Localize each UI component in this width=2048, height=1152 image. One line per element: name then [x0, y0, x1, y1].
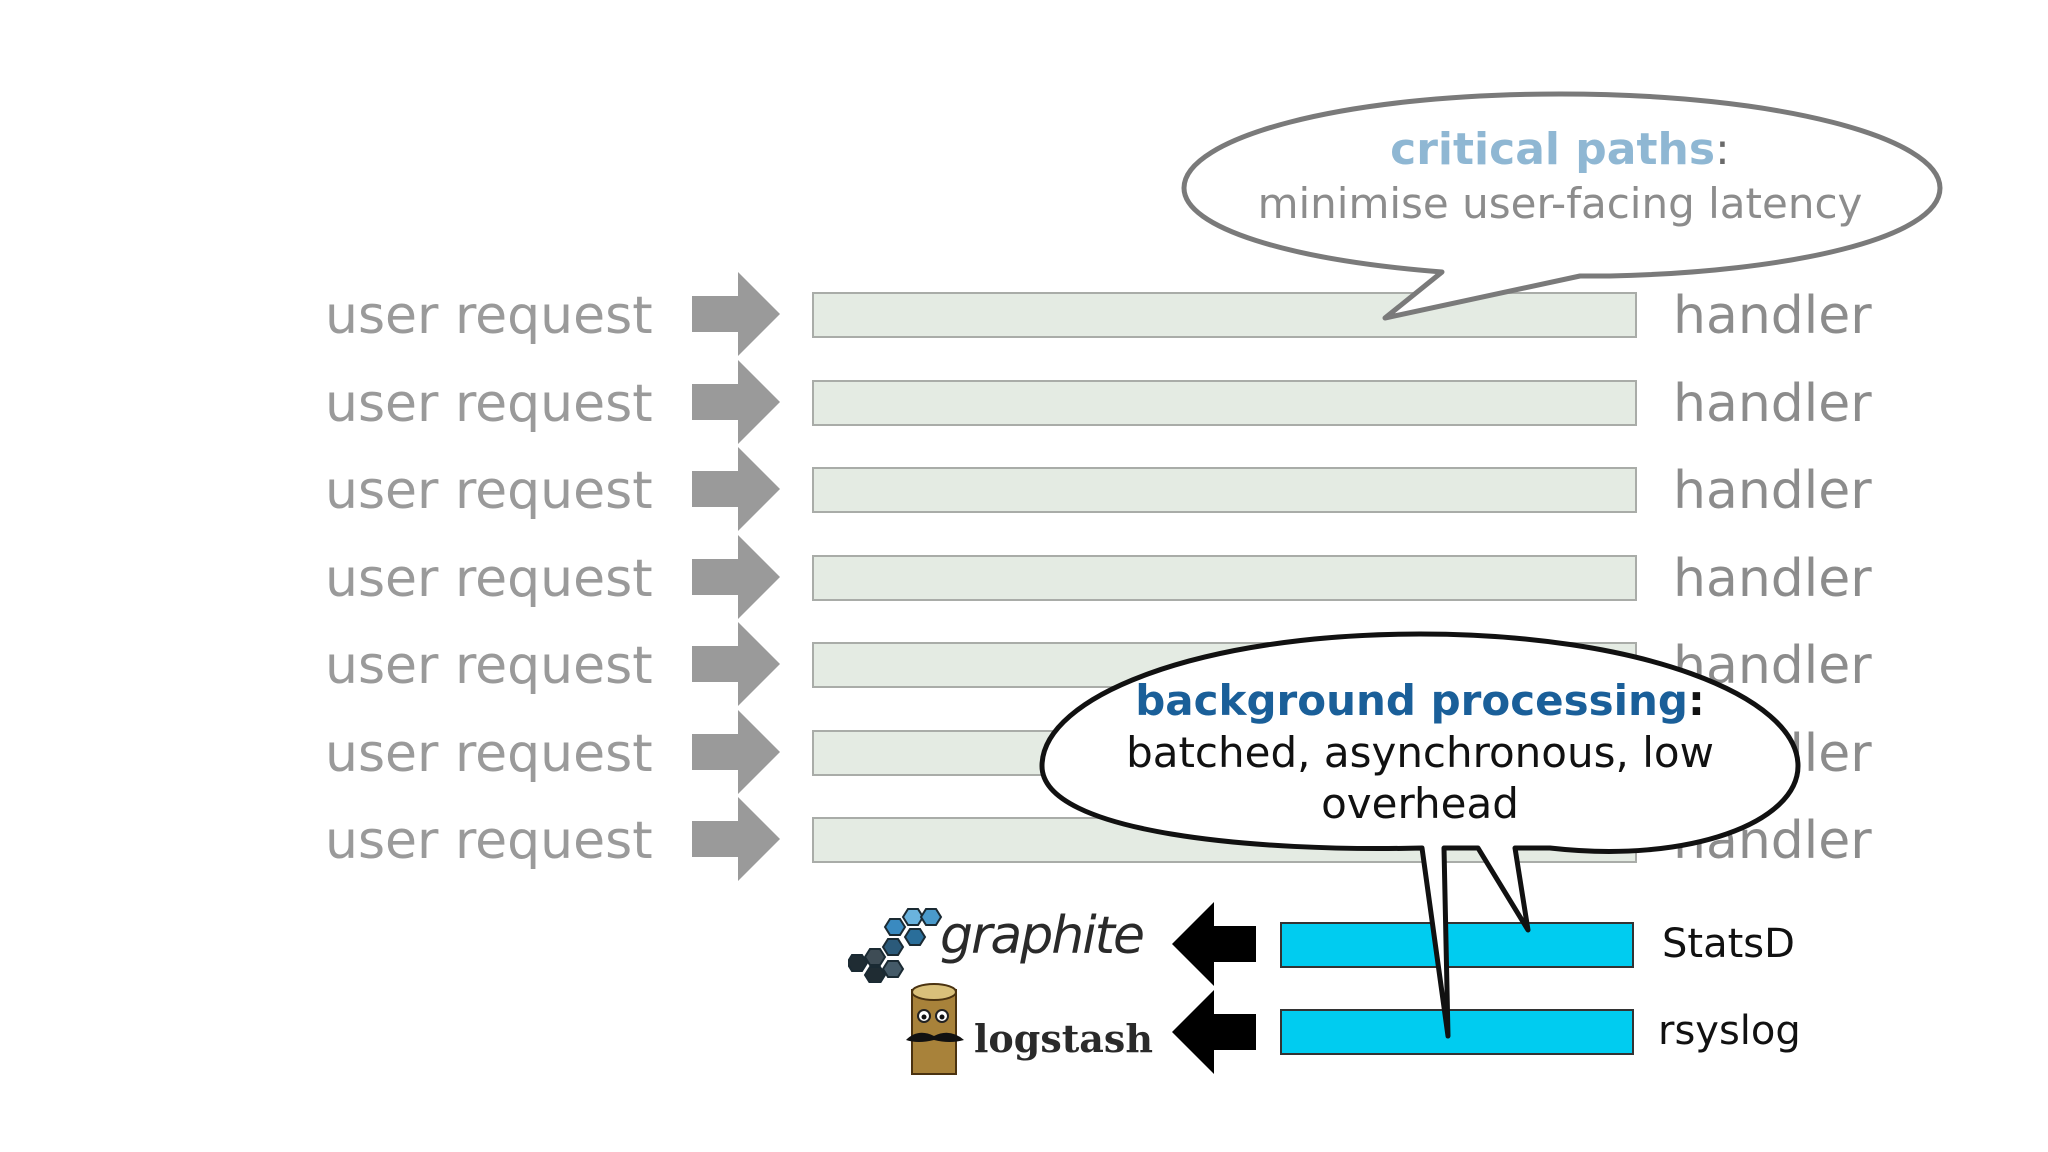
critical-paths-speech-bubble: [1181, 91, 1943, 321]
handler-bar: [812, 292, 1637, 338]
right-arrow-icon: [692, 622, 780, 706]
left-arrow-icon: [1172, 990, 1256, 1074]
handler-label: handler: [1673, 286, 1872, 346]
background-processing-title: background processing: [1135, 676, 1688, 725]
user-request-label: user request: [325, 286, 653, 346]
critical-paths-title: critical paths: [1390, 124, 1716, 175]
rsyslog-bar: [1280, 1009, 1634, 1055]
right-arrow-icon: [692, 272, 780, 356]
handler-label: handler: [1673, 549, 1872, 609]
handler-label: handler: [1673, 461, 1872, 521]
right-arrow-icon: [692, 360, 780, 444]
handler-bar: [812, 555, 1637, 601]
rsyslog-label: rsyslog: [1658, 1008, 1801, 1054]
user-request-label: user request: [325, 374, 653, 434]
user-request-label: user request: [325, 811, 653, 871]
handler-label: handler: [1673, 374, 1872, 434]
user-request-label: user request: [325, 549, 653, 609]
logstash-log-icon: [906, 983, 964, 1075]
right-arrow-icon: [692, 797, 780, 881]
right-arrow-icon: [692, 710, 780, 794]
right-arrow-icon: [692, 535, 780, 619]
background-processing-colon: :: [1687, 676, 1705, 725]
statsd-label: StatsD: [1662, 921, 1795, 967]
critical-paths-colon: :: [1715, 124, 1730, 175]
background-processing-text: background processing: batched, asynchro…: [1060, 676, 1780, 829]
background-processing-speech-bubble: [1039, 631, 1801, 1039]
graphite-hexagon-icon: [848, 908, 943, 983]
left-arrow-icon: [1172, 902, 1256, 986]
statsd-bar: [1280, 922, 1634, 968]
handler-bar: [812, 380, 1637, 426]
graphite-wordmark: graphite: [940, 906, 1145, 966]
critical-paths-text: critical paths: minimise user-facing lat…: [1180, 124, 1940, 229]
user-request-label: user request: [325, 636, 653, 696]
user-request-label: user request: [325, 724, 653, 784]
critical-paths-body: minimise user-facing latency: [1257, 178, 1863, 228]
handler-bar: [812, 467, 1637, 513]
logstash-wordmark: logstash: [974, 1016, 1153, 1061]
user-request-label: user request: [325, 461, 653, 521]
background-processing-body-line2: overhead: [1321, 778, 1519, 828]
right-arrow-icon: [692, 447, 780, 531]
background-processing-body-line1: batched, asynchronous, low: [1126, 728, 1714, 778]
